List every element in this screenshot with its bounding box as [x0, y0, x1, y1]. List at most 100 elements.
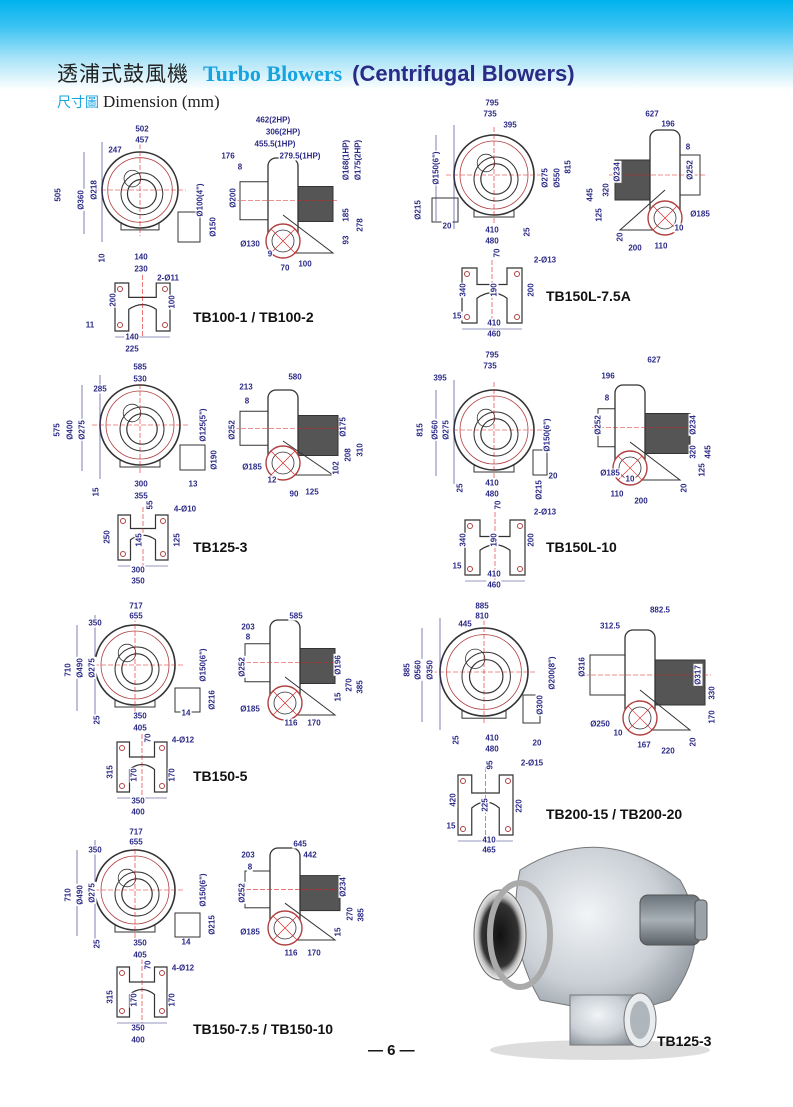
- dimension-label: 25: [92, 714, 102, 726]
- dimension-label: Ø275: [87, 657, 97, 679]
- photo-motor-cap: [694, 899, 708, 941]
- mount-hole: [505, 826, 511, 832]
- dimension-label: 116: [283, 718, 299, 728]
- dimension-label: Ø190: [209, 449, 219, 471]
- dimension-label: 385: [355, 679, 365, 695]
- dimension-label: Ø175: [338, 416, 348, 438]
- dimension-label: 9: [266, 249, 274, 259]
- mount-hole: [159, 783, 165, 789]
- dimension-label: 190: [489, 532, 499, 548]
- photo-shadow: [490, 1040, 710, 1060]
- impeller-ring: [461, 651, 511, 702]
- dimension-label: 203: [240, 850, 256, 860]
- dimension-label: 350: [87, 845, 103, 855]
- side-outlet-inner: [271, 229, 295, 253]
- side-motor: [299, 875, 341, 912]
- dimension-label: 11: [84, 320, 96, 330]
- dimension-label: 8: [236, 162, 244, 172]
- dimension-label: 655: [128, 837, 144, 847]
- dimension-label: 8: [244, 632, 252, 642]
- dimension-label: 815: [415, 422, 425, 438]
- outlet-duct: [179, 444, 206, 471]
- dimension-label: 100: [297, 259, 313, 269]
- model-label-tb150-7-5: TB150-7.5 / TB150-10: [193, 1021, 334, 1037]
- dimension-label: 462(2HP): [254, 115, 292, 125]
- dimension-label: 502: [134, 124, 150, 134]
- impeller-ring: [473, 156, 519, 202]
- dimension-label: Ø275: [77, 419, 87, 441]
- mount-hole: [119, 970, 125, 976]
- side-stand: [284, 902, 337, 941]
- dimension-label: Ø185: [599, 468, 621, 478]
- dimension-label: 815: [563, 159, 573, 175]
- motor-cover: [122, 403, 142, 423]
- dimension-label: 410: [486, 318, 502, 328]
- dimension-label: 14: [180, 937, 192, 947]
- dimension-label: Ø252: [685, 159, 695, 181]
- dimension-label: 400: [130, 807, 146, 817]
- dimension-label: 170: [167, 767, 177, 783]
- dimension-label: 627: [644, 109, 660, 119]
- dimension-label: Ø560: [430, 419, 440, 441]
- dimension-label: 480: [484, 744, 500, 754]
- side-stand: [282, 214, 335, 254]
- dimension-label: 8: [246, 862, 254, 872]
- dimension-label: 20: [615, 231, 625, 243]
- motor-cover: [117, 868, 137, 888]
- side-outlet-inner: [271, 451, 295, 475]
- dimension-label: 225: [124, 344, 140, 354]
- dimension-label: 400: [130, 1035, 146, 1045]
- dimension-label: 310: [355, 442, 365, 458]
- subtitle-en: Dimension (mm): [103, 92, 220, 111]
- side-stand: [639, 689, 692, 731]
- inlet-ring: [126, 413, 158, 445]
- mount-hole: [464, 314, 470, 320]
- impeller-ring: [119, 406, 165, 452]
- model-label-tb100: TB100-1 / TB100-2: [193, 309, 314, 325]
- dimension-label: 200: [526, 282, 536, 298]
- dimension-label: 882.5: [648, 605, 672, 615]
- dimension-label: Ø275: [540, 167, 550, 189]
- dimension-label: 14: [180, 708, 192, 718]
- dimension-label: 315: [105, 989, 115, 1005]
- dimension-label: 170: [306, 948, 322, 958]
- dimension-label: 320: [601, 182, 611, 198]
- dimension-label: Ø185: [689, 209, 711, 219]
- dimension-label: 460: [486, 329, 502, 339]
- dimension-label: Ø560: [413, 659, 423, 681]
- dimension-label: 300: [130, 565, 146, 575]
- dimension-label: 585: [288, 611, 304, 621]
- photo-inlet: [473, 889, 527, 981]
- dimension-label: 116: [283, 948, 299, 958]
- dimension-label: 278: [355, 217, 365, 233]
- dimension-label: Ø185: [239, 927, 261, 937]
- dimension-label: Ø150(6"): [198, 647, 208, 683]
- dimension-label: 55: [145, 499, 155, 511]
- side-stand: [284, 676, 337, 716]
- photo-inlet-flange: [487, 880, 553, 990]
- mount-hole: [117, 286, 123, 292]
- mount-hole: [514, 271, 520, 277]
- dimension-label: 4-Ø12: [170, 963, 196, 973]
- dimension-label: 410: [484, 478, 500, 488]
- dimension-label: 445: [585, 187, 595, 203]
- dimension-label: 395: [502, 120, 518, 130]
- dimension-label: 795: [484, 350, 500, 360]
- inlet-ring: [126, 178, 157, 209]
- model-label-tb200: TB200-15 / TB200-20: [546, 806, 683, 822]
- dimension-label: 885: [402, 662, 412, 678]
- dimension-label: 627: [646, 355, 662, 365]
- dimension-label: 25: [522, 226, 532, 238]
- impeller-ring: [114, 646, 160, 692]
- dimension-label: 350: [130, 1023, 146, 1033]
- mount-hole: [514, 314, 520, 320]
- dimension-label: 455.5(1HP): [253, 139, 297, 149]
- dimension-label: 70: [143, 959, 153, 971]
- mount-hole: [467, 566, 473, 572]
- blower-drawing-3: [435, 380, 696, 582]
- title-en: Turbo Blowers: [203, 61, 343, 86]
- blower-drawing-5: [421, 618, 711, 842]
- dimension-label: 410: [486, 569, 502, 579]
- outlet-duct: [174, 687, 201, 713]
